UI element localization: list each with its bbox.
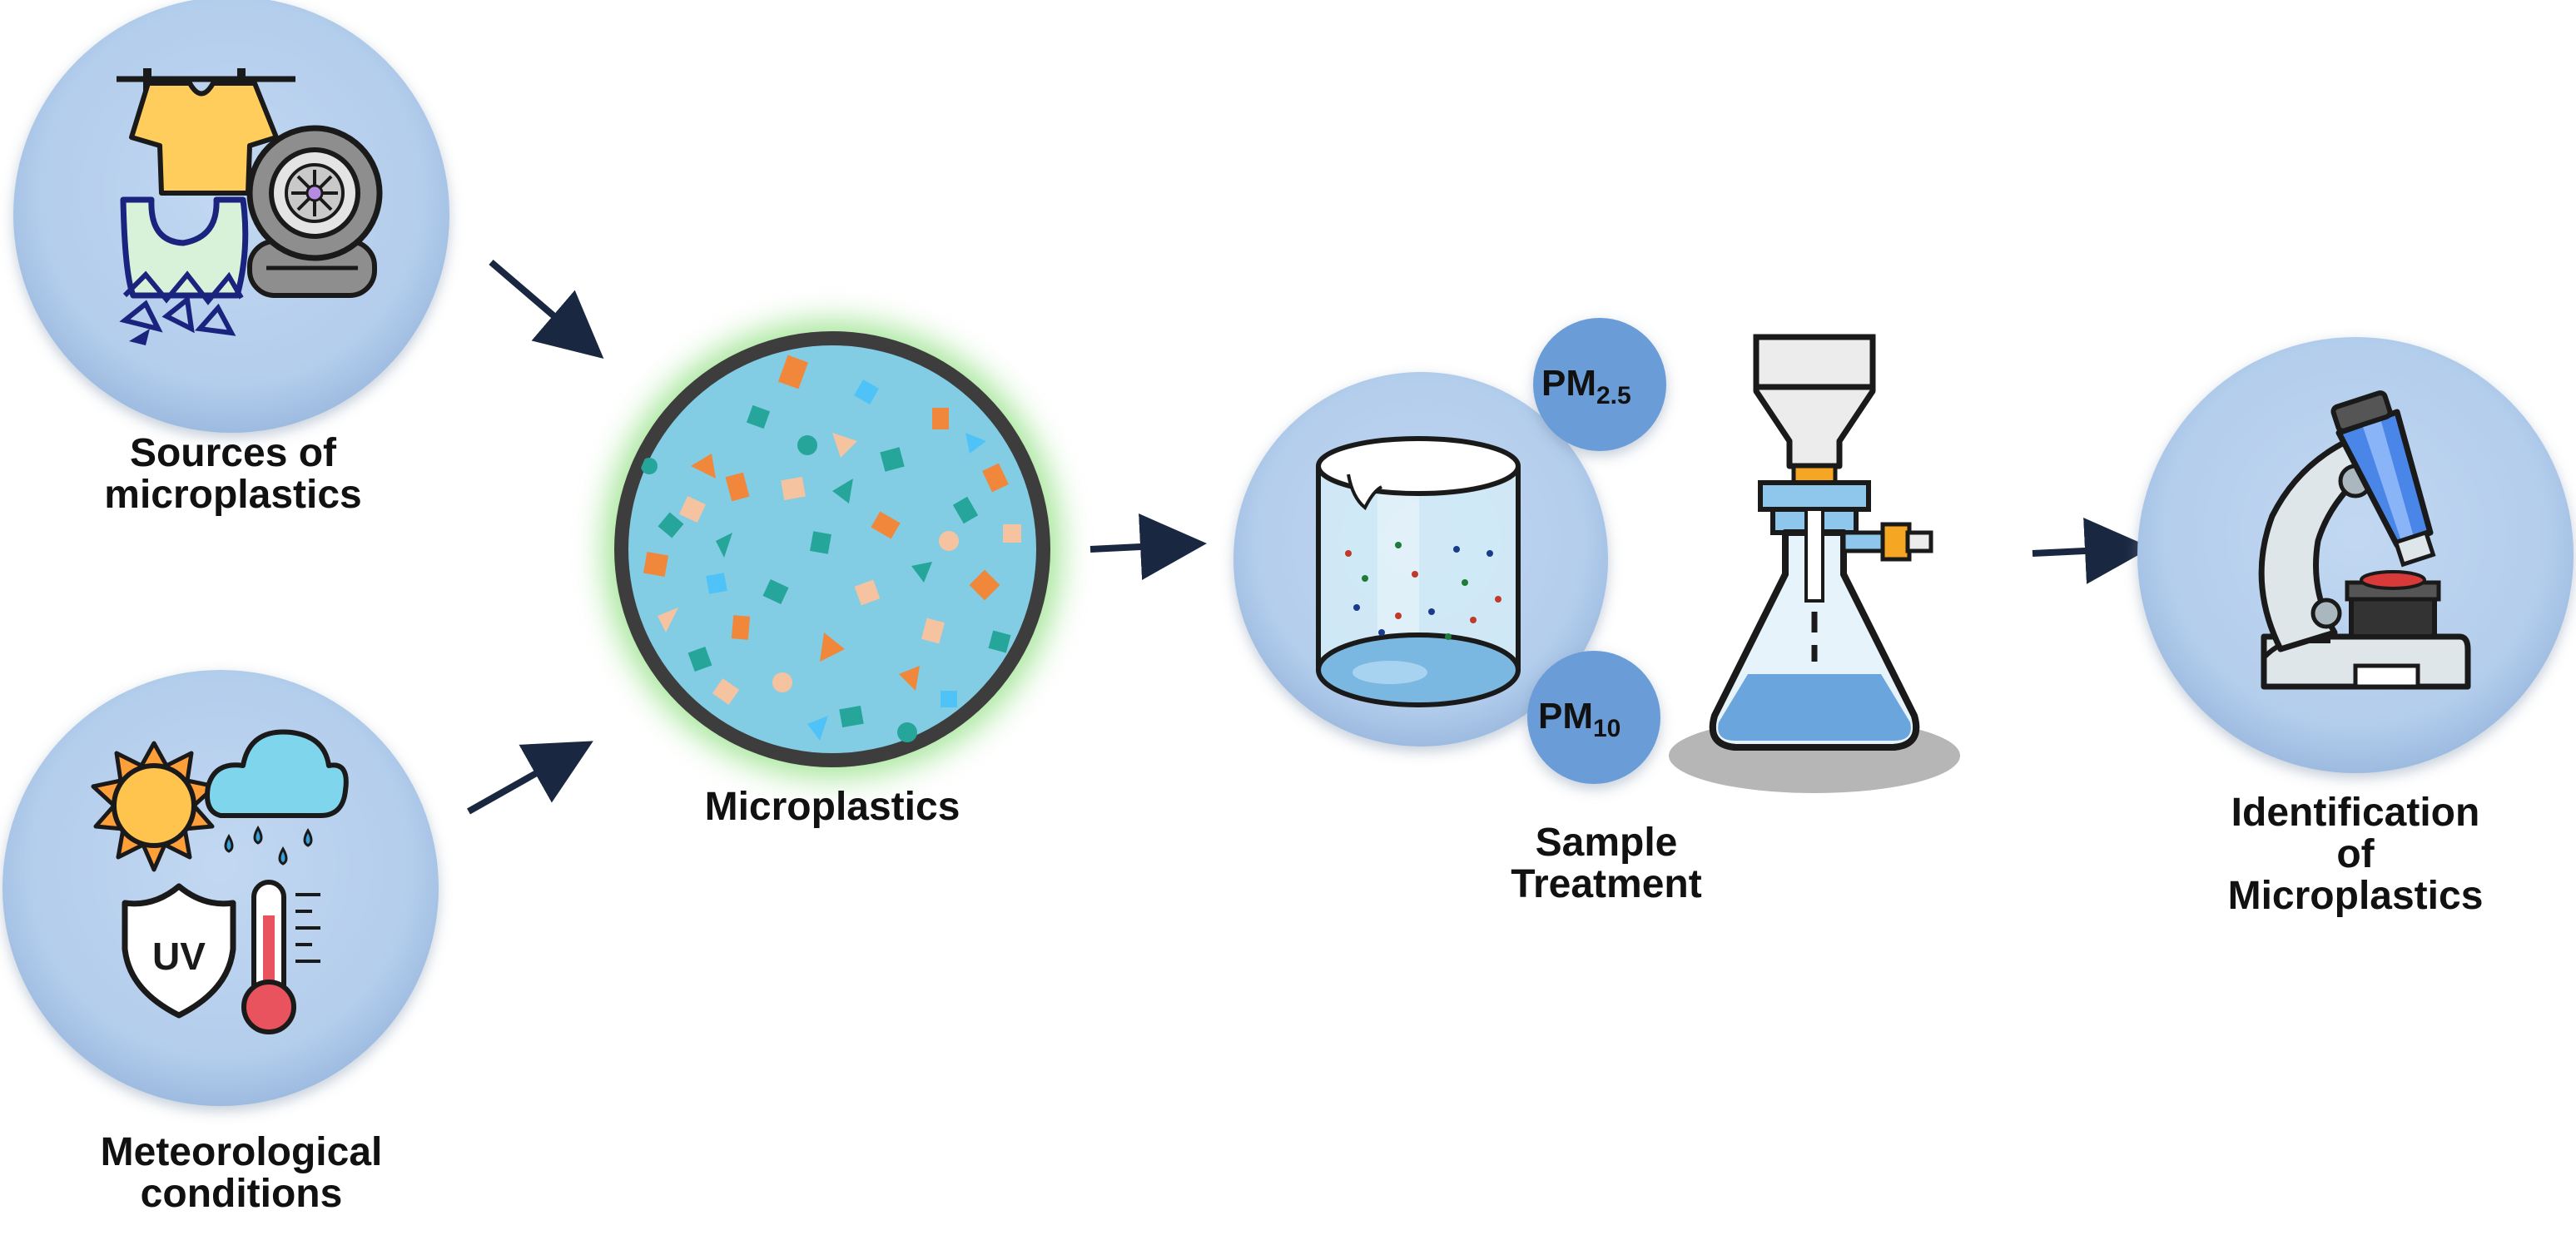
- identification-node: [2137, 337, 2574, 773]
- microplastic-particles: [641, 355, 1021, 742]
- arrow-meteorological-to-microplastics: [467, 741, 593, 815]
- petri-water: [628, 345, 1036, 753]
- sample-treatment-node: [1233, 318, 1960, 793]
- pm10-label: PM10: [1538, 696, 1621, 743]
- identification-label-line2: of: [2336, 832, 2375, 876]
- meteorological-circle: [2, 670, 439, 1106]
- pm25-badge: [1533, 318, 1666, 451]
- thermometer-icon: [241, 880, 320, 1034]
- rain-cloud-icon: [205, 729, 349, 866]
- arrow-microplastics-to-treatment: [1089, 513, 1207, 580]
- filtration-flask-icon: [1669, 334, 1960, 793]
- sample-treatment-label-line2: Treatment: [1511, 862, 1702, 906]
- sources-label: Sources of microplastics: [33, 433, 433, 516]
- meteorological-label-line2: conditions: [140, 1172, 343, 1216]
- uv-shield-icon: UV: [122, 883, 236, 1019]
- pm25-label: PM2.5: [1541, 363, 1631, 410]
- microscope-icon: [2258, 390, 2471, 690]
- arrows: [467, 259, 2152, 815]
- sample-treatment-label-line1: Sample: [1535, 821, 1678, 865]
- pm25-label-sub: 2.5: [1596, 382, 1631, 409]
- pm25-label-main: PM: [1541, 363, 1596, 404]
- arrow-treatment-to-identification: [2032, 517, 2152, 584]
- arrow-sources-to-microplastics: [489, 259, 604, 360]
- identification-label: Identification of Microplastics: [2156, 792, 2555, 917]
- microplastics-label-text: Microplastics: [704, 785, 960, 829]
- sample-treatment-label: Sample Treatment: [1440, 822, 1773, 905]
- pm10-label-main: PM: [1538, 696, 1593, 737]
- sources-label-line1: Sources of: [129, 431, 337, 475]
- plastic-bag-icon: [119, 196, 249, 345]
- sources-node: [13, 0, 449, 433]
- sun-icon: [91, 741, 217, 872]
- pm10-label-sub: 10: [1593, 715, 1621, 742]
- microplastics-label: Microplastics: [633, 786, 1032, 828]
- identification-label-line3: Microplastics: [2227, 874, 2484, 918]
- microplastics-node: [603, 320, 1061, 778]
- meteorological-label-line1: Meteorological: [100, 1130, 383, 1174]
- identification-label-line1: Identification: [2231, 791, 2480, 835]
- meteorological-label: Meteorological conditions: [25, 1132, 458, 1215]
- pm10-badge: [1527, 651, 1660, 784]
- uv-text: UV: [152, 935, 206, 978]
- tire-icon: [246, 125, 383, 298]
- beaker-icon: [1316, 436, 1521, 707]
- meteorological-node: UV: [2, 670, 439, 1106]
- t-shirt-icon: [117, 68, 295, 196]
- sources-label-line2: microplastics: [104, 473, 362, 517]
